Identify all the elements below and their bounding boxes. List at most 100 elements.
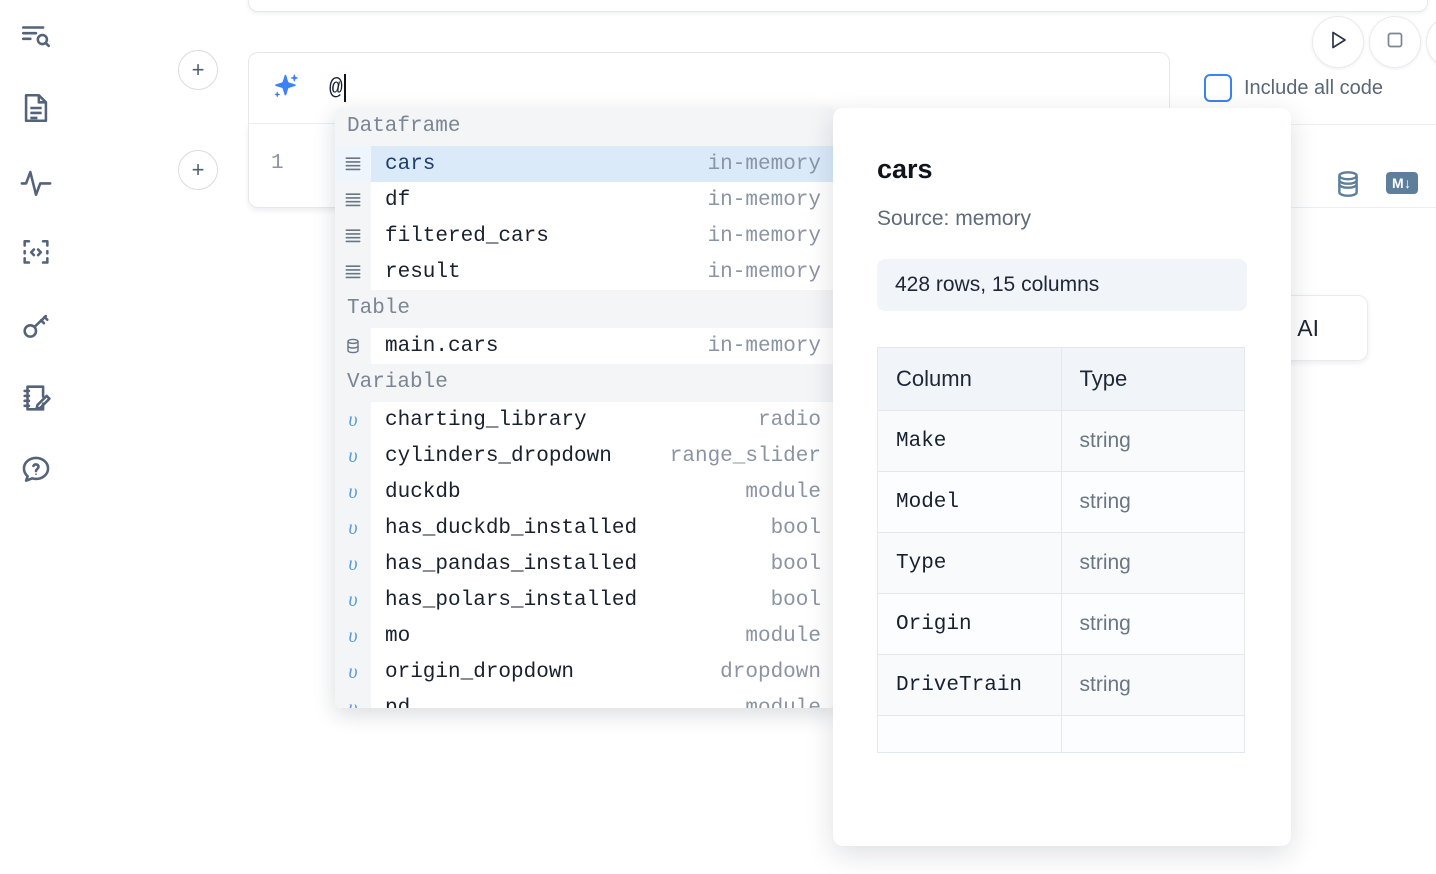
completion-item-meta: module xyxy=(745,696,821,709)
completion-item[interactable]: υ has_duckdb_installed bool xyxy=(335,510,835,546)
variable-icon: υ xyxy=(335,618,371,654)
document-icon xyxy=(19,91,53,125)
completion-item-name: charting_library xyxy=(385,408,587,432)
line-number: 1 xyxy=(271,152,284,175)
completion-item-meta: bool xyxy=(770,552,821,576)
schema-column-header: Column xyxy=(877,347,1062,411)
schema-column-name: Make xyxy=(877,410,1062,472)
markdown-label: M xyxy=(1392,175,1405,191)
completion-item[interactable]: υ has_pandas_installed bool xyxy=(335,546,835,582)
completion-item-name: has_duckdb_installed xyxy=(385,516,638,540)
sidebar-item-activity[interactable] xyxy=(12,158,60,206)
completion-item[interactable]: df in-memory xyxy=(335,182,835,218)
completion-item-meta: in-memory xyxy=(707,334,821,358)
completion-item-name: origin_dropdown xyxy=(385,660,575,684)
text-caret xyxy=(343,74,346,102)
notebook-edit-icon xyxy=(19,381,53,415)
completion-item[interactable]: υ pd module xyxy=(335,690,835,708)
run-button[interactable] xyxy=(1312,16,1364,68)
schema-table-row xyxy=(877,715,1245,753)
table-icon xyxy=(335,328,371,364)
schema-column-name xyxy=(877,715,1062,753)
variable-icon: υ xyxy=(335,438,371,474)
completion-item[interactable]: υ cylinders_dropdown range_slider xyxy=(335,438,835,474)
stop-button[interactable] xyxy=(1369,16,1421,68)
completion-item-meta: in-memory xyxy=(707,188,821,212)
completion-group-header: Dataframe xyxy=(335,108,835,146)
help-chat-icon xyxy=(19,453,53,487)
completion-item[interactable]: main.cars in-memory xyxy=(335,328,835,364)
file-search-icon xyxy=(19,19,53,53)
completion-item-name: has_pandas_installed xyxy=(385,552,638,576)
ai-prompt-input[interactable]: @ xyxy=(329,71,346,105)
schema-column-type: string xyxy=(1060,532,1245,594)
panel-title: cars xyxy=(877,154,933,184)
completion-item-name: result xyxy=(385,260,461,284)
schema-column-type: string xyxy=(1060,654,1245,716)
sidebar-item-snippets[interactable] xyxy=(12,230,60,278)
include-all-code-label: Include all code xyxy=(1244,76,1383,99)
completion-item[interactable]: υ charting_library radio xyxy=(335,402,835,438)
add-cell-button-top[interactable]: + xyxy=(178,50,218,90)
variable-icon: υ xyxy=(335,690,371,708)
completion-item-name: main.cars xyxy=(385,334,499,358)
cell-above xyxy=(248,0,1428,12)
ai-prompt-value: @ xyxy=(329,75,343,101)
completion-item-name: duckdb xyxy=(385,480,461,504)
variable-icon: υ xyxy=(335,510,371,546)
completion-item-name: cars xyxy=(385,152,436,176)
dataframe-icon xyxy=(335,182,371,218)
include-all-code-checkbox[interactable] xyxy=(1204,74,1232,102)
play-icon xyxy=(1326,28,1350,57)
plus-icon: + xyxy=(191,57,205,82)
completion-item-meta: radio xyxy=(757,408,821,432)
completion-item-name: df xyxy=(385,188,411,212)
database-icon[interactable] xyxy=(1332,168,1364,205)
markdown-badge[interactable]: M↓ xyxy=(1386,172,1418,194)
sidebar-item-file-search[interactable] xyxy=(12,12,60,60)
code-snippet-icon xyxy=(19,237,53,271)
sidebar-item-secrets[interactable] xyxy=(12,302,60,350)
completion-item-name: has_polars_installed xyxy=(385,588,638,612)
completion-item-name: cylinders_dropdown xyxy=(385,444,612,468)
schema-column-name: Model xyxy=(877,471,1062,533)
schema-column-type xyxy=(1060,715,1245,753)
completion-item-meta: bool xyxy=(770,516,821,540)
plus-icon: + xyxy=(191,157,205,182)
completion-item-name: filtered_cars xyxy=(385,224,549,248)
sidebar-item-document[interactable] xyxy=(12,84,60,132)
completion-item-name: pd xyxy=(385,696,411,709)
detail-panel-clip: cars Source: memory 428 rows, 15 columns… xyxy=(833,108,1291,808)
schema-column-name: Origin xyxy=(877,593,1062,655)
schema-column-type: string xyxy=(1060,410,1245,472)
completion-item-meta: module xyxy=(745,624,821,648)
add-cell-button-bottom[interactable]: + xyxy=(178,150,218,190)
key-icon xyxy=(19,309,53,343)
variable-icon: υ xyxy=(335,474,371,510)
sidebar-rail xyxy=(0,0,72,874)
sidebar-item-help[interactable] xyxy=(12,446,60,494)
completion-group-header: Table xyxy=(335,290,835,328)
variable-icon: υ xyxy=(335,402,371,438)
more-button[interactable] xyxy=(1426,16,1436,68)
sidebar-item-scratchpad[interactable] xyxy=(12,374,60,422)
schema-column-header: Type xyxy=(1060,347,1245,411)
include-all-code-row[interactable]: Include all code xyxy=(1204,74,1383,102)
completion-item-meta: range_slider xyxy=(669,444,821,468)
schema-column-type: string xyxy=(1060,471,1245,533)
activity-icon xyxy=(19,165,53,199)
variable-icon: υ xyxy=(335,546,371,582)
